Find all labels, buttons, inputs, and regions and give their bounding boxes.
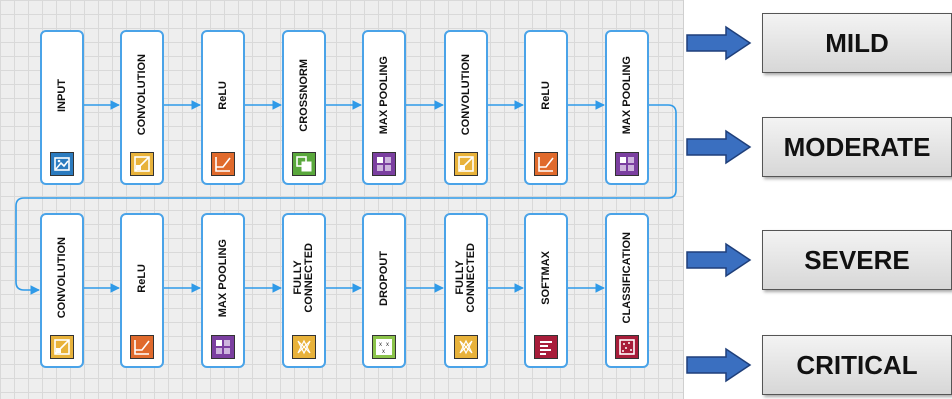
layer-label-wrap: INPUT <box>42 40 82 150</box>
right-arrow-icon <box>686 129 752 165</box>
output-class-box: SEVERE <box>762 230 952 290</box>
layer-label: FULLY CONNECTED <box>454 243 477 313</box>
crossnorm-icon <box>292 152 316 176</box>
layer-label: CONVOLUTION <box>135 54 148 136</box>
output-class-box: MILD <box>762 13 952 73</box>
network-diagram-panel <box>0 0 684 399</box>
layer-label-wrap: MAX POOLING <box>607 40 647 150</box>
classification-icon <box>615 335 639 359</box>
convolution-icon <box>454 152 478 176</box>
output-class-box: MODERATE <box>762 117 952 177</box>
connection-wires <box>15 100 677 295</box>
layer-label-wrap: ReLU <box>526 40 566 150</box>
layer-label-wrap: CONVOLUTION <box>42 223 82 333</box>
fully-connected-icon <box>292 335 316 359</box>
layer-label: CONVOLUTION <box>55 237 68 319</box>
layer-label: INPUT <box>55 78 68 112</box>
image-input-icon <box>50 152 74 176</box>
layer-block: CONVOLUTION <box>40 213 84 368</box>
layer-block: CONVOLUTION <box>120 30 164 185</box>
layer-label: CLASSIFICATION <box>620 232 633 324</box>
relu-icon <box>534 152 558 176</box>
wrap-connector <box>15 104 677 295</box>
layer-label-wrap: FULLY CONNECTED <box>446 223 486 333</box>
fully-connected-icon <box>454 335 478 359</box>
layer-label: FULLY CONNECTED <box>292 243 315 313</box>
layer-label: MAX POOLING <box>216 238 229 318</box>
softmax-icon <box>534 335 558 359</box>
layer-label: MAX POOLING <box>620 55 633 135</box>
layer-block: CONVOLUTION <box>444 30 488 185</box>
layer-block: ReLU <box>524 30 568 185</box>
right-arrow-icon <box>686 347 752 383</box>
layer-label: ReLU <box>216 80 229 110</box>
layer-label-wrap: ReLU <box>122 223 162 333</box>
layer-block: CLASSIFICATION <box>605 213 649 368</box>
layer-label-wrap: CROSSNORM <box>284 40 324 150</box>
convolution-icon <box>50 335 74 359</box>
layer-label: DROPOUT <box>377 250 390 306</box>
layer-label-wrap: DROPOUT <box>364 223 404 333</box>
svg-text:x: x <box>386 342 389 348</box>
output-class-box: CRITICAL <box>762 335 952 395</box>
svg-text:x: x <box>382 349 385 355</box>
layer-block: MAX POOLING <box>201 213 245 368</box>
layer-block: ReLU <box>201 30 245 185</box>
layer-label-wrap: CONVOLUTION <box>446 40 486 150</box>
layer-label-wrap: CONVOLUTION <box>122 40 162 150</box>
layer-label-wrap: FULLY CONNECTED <box>284 223 324 333</box>
convolution-icon <box>130 152 154 176</box>
layer-label: CROSSNORM <box>297 58 310 132</box>
layer-block: FULLY CONNECTED <box>444 213 488 368</box>
max-pooling-icon <box>615 152 639 176</box>
layer-label: CONVOLUTION <box>459 54 472 136</box>
layer-label: ReLU <box>135 263 148 293</box>
svg-text:x: x <box>379 342 382 348</box>
layer-block: MAX POOLING <box>605 30 649 185</box>
max-pooling-icon <box>372 152 396 176</box>
right-arrow-icon <box>686 25 752 61</box>
layer-label: MAX POOLING <box>377 55 390 135</box>
relu-icon <box>211 152 235 176</box>
layer-block: CROSSNORM <box>282 30 326 185</box>
layer-label-wrap: SOFTMAX <box>526 223 566 333</box>
layer-label-wrap: CLASSIFICATION <box>607 223 647 333</box>
layer-label: ReLU <box>539 80 552 110</box>
layer-block: MAX POOLING <box>362 30 406 185</box>
layer-label-wrap: MAX POOLING <box>203 223 243 333</box>
layer-label-wrap: MAX POOLING <box>364 40 404 150</box>
max-pooling-icon <box>211 335 235 359</box>
layer-label-wrap: ReLU <box>203 40 243 150</box>
layer-block: SOFTMAX <box>524 213 568 368</box>
right-arrow-icon <box>686 242 752 278</box>
layer-block: ReLU <box>120 213 164 368</box>
layer-block: FULLY CONNECTED <box>282 213 326 368</box>
relu-icon <box>130 335 154 359</box>
layer-block: INPUT <box>40 30 84 185</box>
layer-label: SOFTMAX <box>539 251 552 305</box>
